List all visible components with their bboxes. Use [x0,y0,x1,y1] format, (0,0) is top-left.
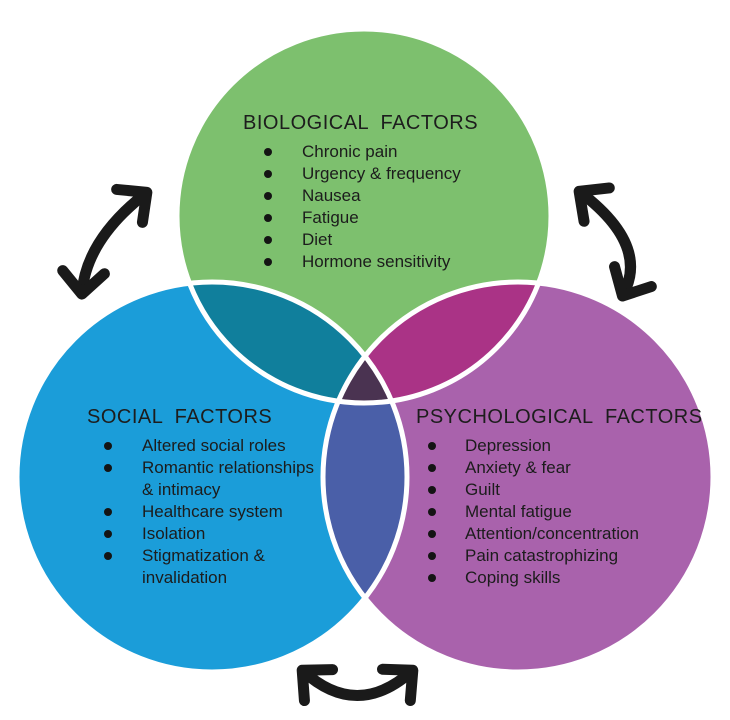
bullet-icon [264,170,272,178]
bullet-icon [428,486,436,494]
overlap-biological-psychological [323,282,551,403]
list-item: Anxiety & fear [416,457,686,479]
list-item-text: Pain catastrophizing [465,546,619,565]
list-item-text: Stigmatization & invalidation [142,546,265,587]
arrow-social-psychological [296,663,419,707]
bullet-icon [104,552,112,560]
list-item: Hormone sensitivity [243,251,493,273]
list-item-text: Attention/concentration [465,524,639,543]
biological-factors-block: BIOLOGICAL FACTORS Chronic pain Urgency … [243,112,493,273]
bullet-icon [428,508,436,516]
bullet-icon [264,148,272,156]
overlap-biological-social [177,282,407,403]
bullet-icon [428,530,436,538]
bullet-icon [428,574,436,582]
bullet-icon [264,236,272,244]
bullet-icon [264,258,272,266]
arrow-biological-psychological [573,182,657,302]
bullet-icon [428,552,436,560]
list-item-text: Hormone sensitivity [302,252,451,271]
bullet-icon [104,442,112,450]
outline-biological [174,26,554,406]
list-item: Nausea [243,185,493,207]
list-item: Guilt [416,479,686,501]
list-item: Altered social roles [87,435,317,457]
bullet-icon [428,464,436,472]
list-item-text: Mental fatigue [465,502,572,521]
list-item: Chronic pain [243,141,493,163]
psychological-factors-list: Depression Anxiety & fear Guilt Mental f… [416,435,686,589]
list-item: Diet [243,229,493,251]
bullet-icon [104,464,112,472]
list-item: Stigmatization & invalidation [87,545,317,589]
list-item-text: Diet [302,230,333,249]
list-item: Mental fatigue [416,501,686,523]
list-item-text: Coping skills [465,568,561,587]
bullet-icon [428,442,436,450]
list-item: Pain catastrophizing [416,545,686,567]
list-item-text: Romantic relationships & intimacy [142,458,314,499]
biological-factors-list: Chronic pain Urgency & frequency Nausea … [243,141,493,273]
list-item-text: Urgency & frequency [302,164,461,183]
list-item: Healthcare system [87,501,317,523]
list-item: Depression [416,435,686,457]
social-factors-title: SOCIAL FACTORS [87,406,273,428]
list-item: Urgency & frequency [243,163,493,185]
social-factors-block: SOCIAL FACTORS Altered social roles Roma… [87,406,317,589]
list-item: Fatigue [243,207,493,229]
psychological-factors-block: PSYCHOLOGICAL FACTORS Depression Anxiety… [416,406,703,589]
list-item: Isolation [87,523,317,545]
outline-psychological [320,279,716,675]
list-item-text: Isolation [142,524,206,543]
list-item-text: Fatigue [302,208,359,227]
psychological-factors-title: PSYCHOLOGICAL FACTORS [416,406,703,428]
list-item-text: Anxiety & fear [465,458,571,477]
list-item: Coping skills [416,567,686,589]
list-item-text: Nausea [302,186,361,205]
bullet-icon [104,508,112,516]
bullet-icon [264,192,272,200]
arrow-social-biological [57,183,153,300]
list-item-text: Healthcare system [142,502,283,521]
list-item-text: Chronic pain [302,142,398,161]
bullet-icon [104,530,112,538]
biological-factors-title: BIOLOGICAL FACTORS [243,112,479,134]
list-item: Romantic relationships & intimacy [87,457,317,501]
bullet-icon [264,214,272,222]
list-item-text: Depression [465,436,551,455]
outline-social [14,279,410,675]
list-item-text: Altered social roles [142,436,286,455]
list-item: Attention/concentration [416,523,686,545]
social-factors-list: Altered social roles Romantic relationsh… [87,435,317,589]
list-item-text: Guilt [465,480,500,499]
